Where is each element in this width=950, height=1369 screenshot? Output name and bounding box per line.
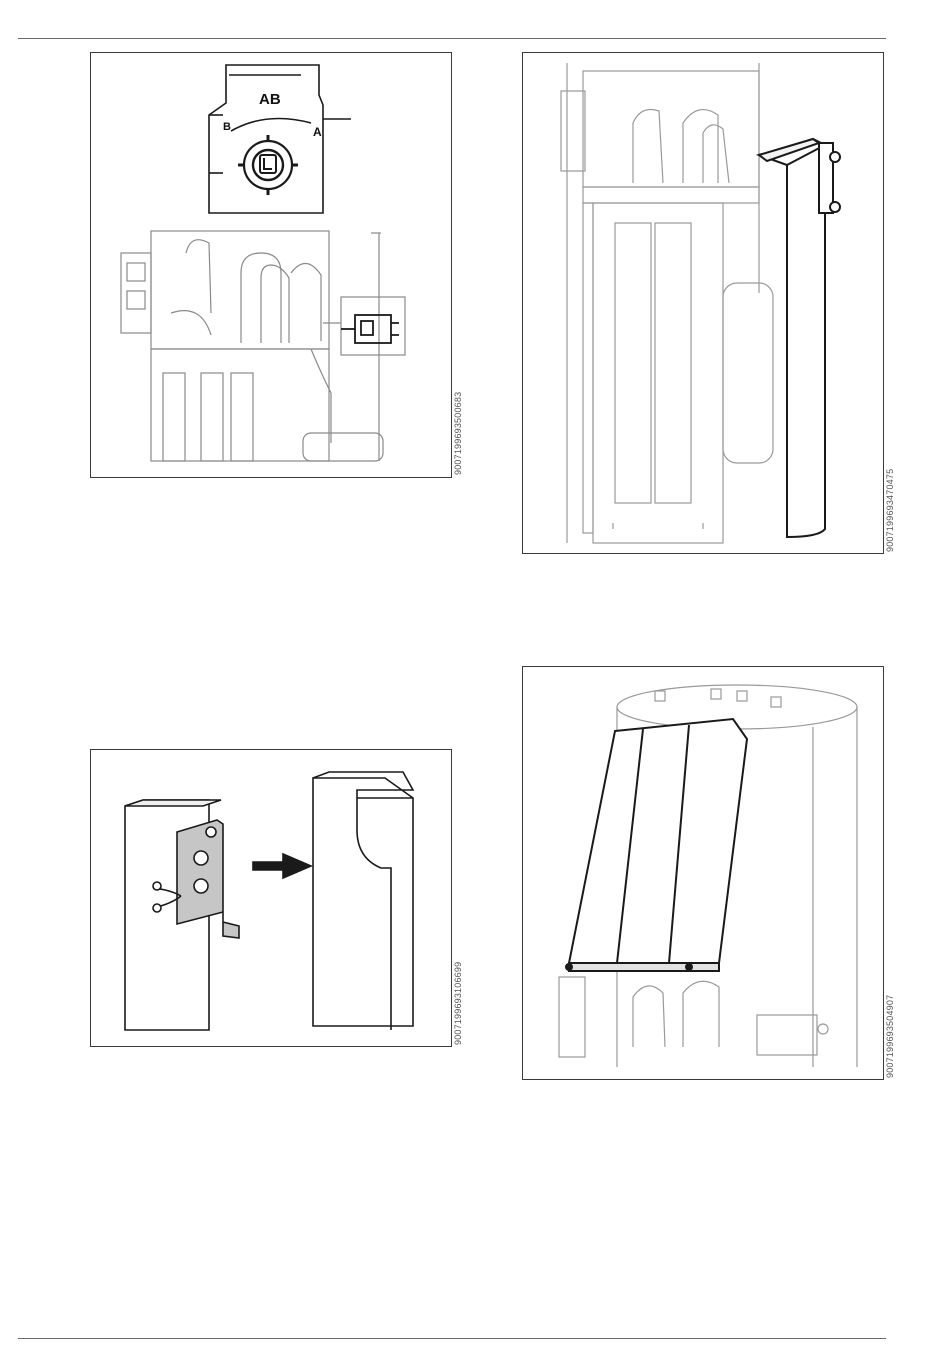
diverter-valve-illustration <box>91 53 452 478</box>
figure-code: 9007199693470475 <box>885 469 895 552</box>
figure-code: 9007199693504907 <box>885 995 895 1078</box>
figure-code: 9007199693500683 <box>453 392 463 475</box>
top-rule <box>18 38 886 39</box>
front-panel-illustration <box>523 667 884 1080</box>
bottom-rule <box>18 1338 886 1339</box>
figure-front-panel <box>522 666 884 1080</box>
valve-port-label-b: B <box>223 121 231 133</box>
figure-side-panel <box>522 52 884 554</box>
valve-port-label-a: A <box>313 125 322 139</box>
valve-port-label-ab: AB <box>259 91 281 108</box>
figure-diverter-valve: AB B A <box>90 52 452 478</box>
figure-code: 9007199693106699 <box>453 962 463 1045</box>
side-panel-illustration <box>523 53 884 554</box>
cut-bracket-illustration <box>91 750 452 1047</box>
figure-cut-bracket <box>90 749 452 1047</box>
